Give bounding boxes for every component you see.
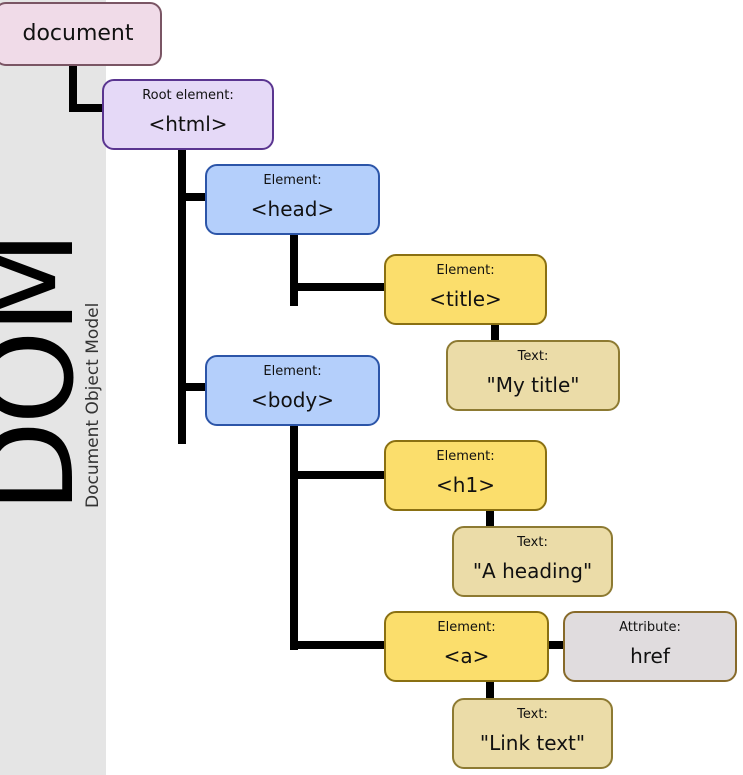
- body-tag: <body>: [251, 388, 334, 412]
- connector-a-attribute: [547, 641, 567, 649]
- a-kind: Element:: [437, 620, 496, 635]
- dom-subtitle: Document Object Model: [83, 302, 103, 508]
- a-node: Element: <a>: [384, 611, 549, 682]
- body-node: Element: <body>: [205, 355, 380, 426]
- head-kind: Element:: [263, 173, 322, 188]
- dom-title: DOM: [0, 234, 101, 513]
- a-text-node: Text: "Link text": [452, 698, 613, 769]
- sidebar-panel: [0, 0, 106, 775]
- a-attribute-value: href: [630, 644, 670, 668]
- connector-html-trunk: [178, 148, 186, 444]
- a-text-kind: Text:: [517, 707, 548, 722]
- a-attribute-kind: Attribute:: [619, 620, 681, 635]
- head-node: Element: <head>: [205, 164, 380, 235]
- connector-html-body: [178, 383, 208, 391]
- document-label: document: [22, 21, 134, 46]
- h1-text-value: "A heading": [472, 559, 593, 583]
- html-kind: Root element:: [142, 88, 234, 103]
- a-attribute-node: Attribute: href: [563, 611, 737, 682]
- title-text-node: Text: "My title": [446, 340, 620, 411]
- connector-body-h1: [290, 471, 386, 479]
- head-tag: <head>: [250, 197, 335, 221]
- connector-head-trunk: [290, 232, 298, 306]
- title-node: Element: <title>: [384, 254, 547, 325]
- title-text-kind: Text:: [517, 349, 549, 364]
- title-text-value: "My title": [486, 373, 580, 397]
- document-node: document: [0, 2, 162, 66]
- connector-body-a: [290, 641, 386, 649]
- h1-tag: <h1>: [436, 473, 495, 497]
- connector-html-head: [178, 193, 208, 201]
- h1-text-node: Text: "A heading": [452, 526, 613, 597]
- connector-h1-text: [486, 508, 494, 528]
- connector-document-html-horizontal: [69, 104, 105, 112]
- h1-text-kind: Text:: [517, 535, 548, 550]
- html-node: Root element: <html>: [102, 79, 274, 150]
- body-kind: Element:: [263, 364, 322, 379]
- connector-head-title: [290, 283, 386, 291]
- a-tag: <a>: [443, 644, 490, 668]
- title-tag: <title>: [429, 287, 502, 311]
- connector-body-trunk: [290, 422, 298, 650]
- connector-a-text: [486, 680, 494, 700]
- html-tag: <html>: [148, 112, 228, 136]
- title-kind: Element:: [436, 263, 495, 278]
- connector-document-html-vertical: [69, 62, 77, 110]
- a-text-value: "Link text": [479, 731, 586, 755]
- h1-kind: Element:: [436, 449, 495, 464]
- h1-node: Element: <h1>: [384, 440, 547, 511]
- connector-title-text: [491, 322, 499, 342]
